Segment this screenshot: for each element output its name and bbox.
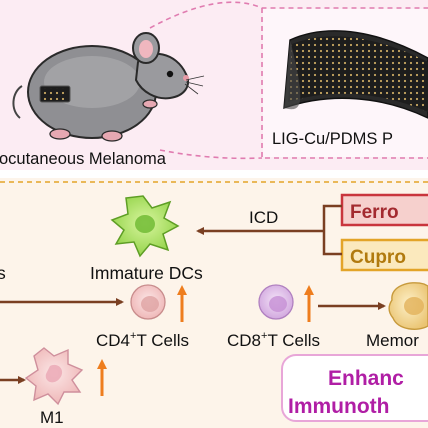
melanoma-caption: ocutaneous Melanoma [0,150,167,168]
m1-label: M1 [40,408,64,427]
left-cut-label: s [0,263,6,283]
cuproptosis-box [340,238,428,272]
dashed-outline-bottom [159,149,263,160]
top-panel: ocutaneous Melanoma LIG-Cu/PDMS P [0,0,428,170]
cd4-t-cell-icon [130,284,166,320]
ferroptosis-label: Ferro [350,202,399,223]
device-caption: LIG-Cu/PDMS P [272,130,393,148]
mouse-icon [12,32,205,142]
enhanced-line2: Immunoth [288,395,389,418]
cd8-t-cell-icon [258,284,294,320]
enhanced-box [281,354,428,422]
dashed-outline-top [149,1,428,29]
icd-label: ICD [249,208,278,227]
immature-dc-label: Immature DCs [90,263,203,283]
immature-dc-icon [110,195,180,258]
memory-label: Memor [366,331,419,350]
device-patch-icon [283,30,428,119]
ferroptosis-box [340,193,428,227]
mechanism-panel: Ferro Cupro ICD Immature DCs s CD4+T Cel… [0,178,428,428]
memory-t-cell-icon [388,282,428,330]
cd8-label: CD8+T Cells [227,330,320,350]
m1-macrophage-icon [24,347,84,406]
cd4-label: CD4+T Cells [96,330,189,350]
dashed-outline-box [261,8,428,159]
cuproptosis-label: Cupro [350,247,406,268]
enhanced-line1: Enhanc [328,367,404,390]
